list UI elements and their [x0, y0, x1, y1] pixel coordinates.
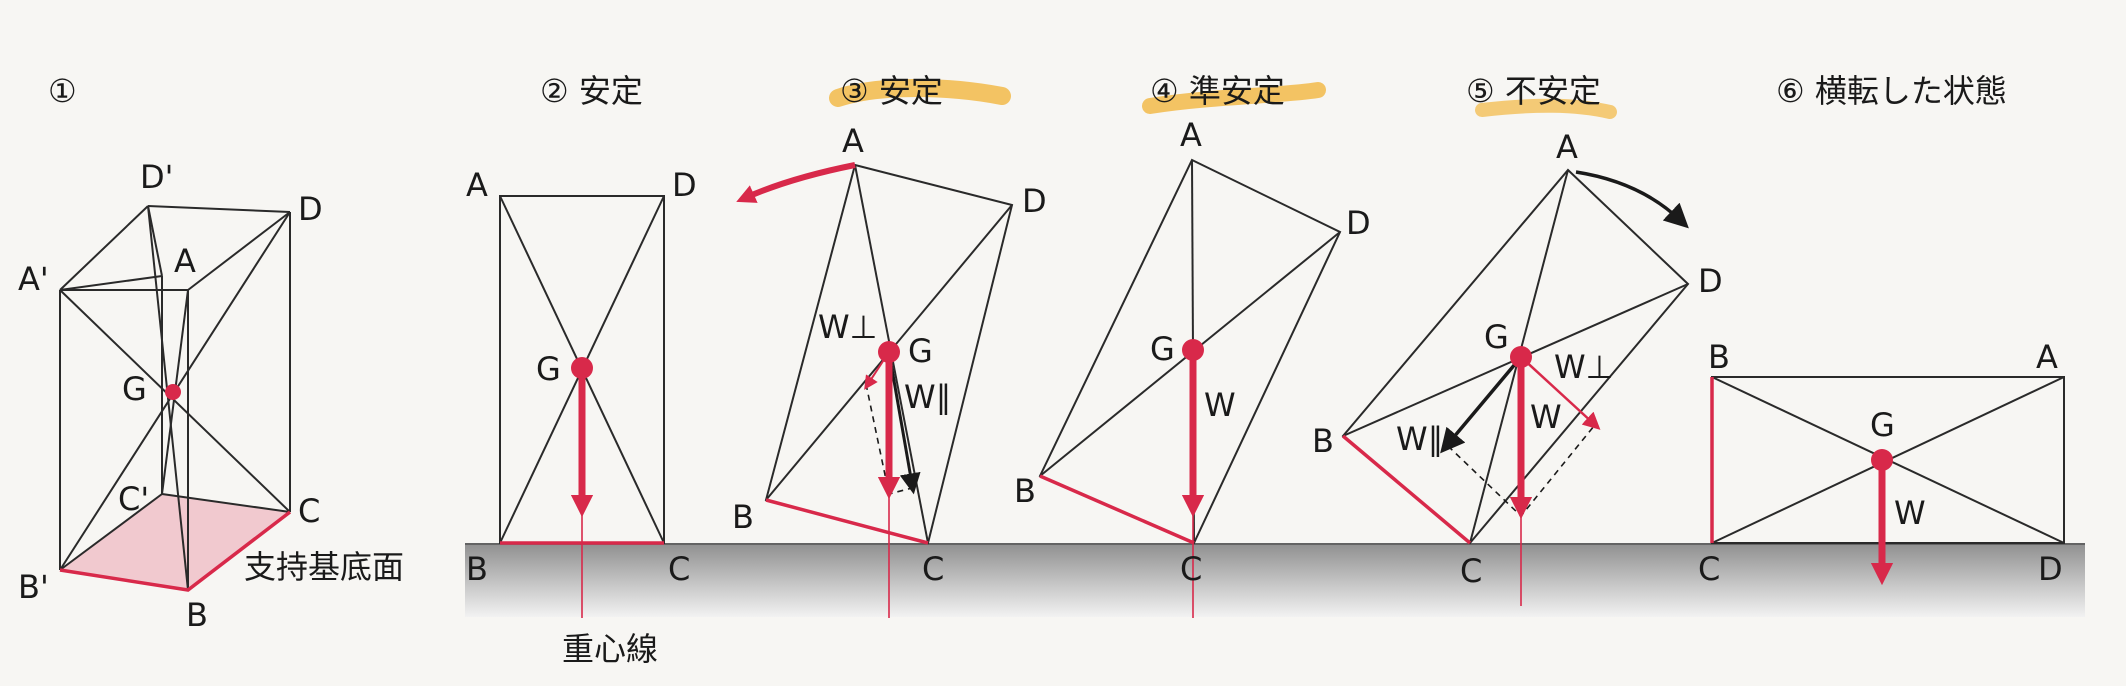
label-b-2: B: [466, 550, 488, 588]
panel-5-title: ⑤ 不安定: [1466, 72, 1601, 110]
label-g-3: G: [908, 332, 933, 370]
label-w-5: W: [1530, 398, 1562, 436]
w-parallel-arrow-3: [887, 351, 921, 495]
label-a-5: A: [1556, 128, 1578, 166]
title-highlight-4: [1142, 82, 1326, 114]
ground: [465, 543, 2085, 617]
title-highlight-5: [1475, 98, 1617, 119]
panel-2-title: ② 安定: [540, 72, 643, 110]
label-c-2: C: [668, 550, 690, 588]
panel-4: ④ 準安定 A D G W B C: [1014, 72, 1371, 618]
box-3-base-edge: [765, 498, 929, 545]
vertex-label-b: B: [186, 596, 208, 634]
panel-5: ⑤ 不安定 A D G W⊥ W W∥ B C: [1312, 72, 1723, 606]
gravity-line-label: 重心線: [562, 630, 658, 668]
center-of-gravity-4: [1182, 339, 1204, 361]
center-of-gravity: [165, 384, 181, 400]
vertex-label-d-prime: D': [140, 158, 173, 196]
label-d-5: D: [1698, 262, 1723, 300]
label-g-6: G: [1870, 406, 1895, 444]
label-g-4: G: [1150, 330, 1175, 368]
label-a-4: A: [1180, 116, 1202, 154]
support-base-label: 支持基底面: [244, 548, 404, 586]
label-c-4: C: [1180, 550, 1202, 588]
center-of-gravity-5: [1510, 346, 1532, 368]
vertex-label-a: A: [174, 242, 196, 280]
center-of-gravity-3: [878, 341, 900, 363]
label-d-6: D: [2038, 550, 2063, 588]
label-d-4: D: [1346, 204, 1371, 242]
label-a-6: A: [2036, 338, 2058, 376]
label-b-6: B: [1708, 338, 1730, 376]
label-w-perp-5: W⊥: [1554, 348, 1614, 386]
panel-2: ② 安定 A D G B C 重心線: [466, 72, 697, 668]
support-base-front-edges: [59, 510, 292, 592]
label-g-2: G: [536, 350, 561, 388]
label-b-5: B: [1312, 422, 1334, 460]
panel-3: ③ 安定 A D G W⊥ W∥ B C: [732, 72, 1047, 618]
panel-1-title: ①: [48, 72, 77, 110]
label-w-perp-3: W⊥: [818, 308, 878, 346]
vertex-label-c-prime: C': [118, 480, 149, 518]
prism-edges: [59, 205, 291, 591]
support-base-area: [60, 494, 290, 590]
panel-4-title: ④ 準安定: [1150, 72, 1285, 110]
label-w-4: W: [1204, 386, 1236, 424]
center-of-gravity-2: [571, 357, 593, 379]
label-d-2: D: [672, 166, 697, 204]
tilt-back-arrow: [736, 162, 856, 203]
label-b-3: B: [732, 498, 754, 536]
label-w-6: W: [1894, 494, 1926, 532]
label-c-5: C: [1460, 552, 1482, 590]
label-c-6: C: [1698, 550, 1720, 588]
label-a-3: A: [842, 122, 864, 160]
panel-1: ① D' D A' A G C' C B' B: [18, 72, 404, 634]
center-of-gravity-6: [1871, 449, 1893, 471]
panel-6-title: ⑥ 横転した状態: [1776, 72, 2007, 110]
label-w-par-3: W∥: [904, 378, 952, 416]
vertex-label-a-prime: A': [18, 260, 49, 298]
panel-3-title: ③ 安定: [840, 72, 943, 110]
box-5-base-edge: [1341, 434, 1472, 545]
label-c-3: C: [922, 550, 944, 588]
vertex-label-g: G: [122, 370, 147, 408]
vertex-label-d: D: [298, 190, 323, 228]
tip-over-arrow: [1575, 170, 1689, 229]
vertex-label-c: C: [298, 492, 320, 530]
label-g-5: G: [1484, 318, 1509, 356]
vertex-label-b-prime: B': [18, 568, 49, 606]
label-a-2: A: [466, 166, 488, 204]
label-d-3: D: [1022, 182, 1047, 220]
panel-6: ⑥ 横転した状態 B A G W C D: [1698, 72, 2065, 588]
label-b-4: B: [1014, 472, 1036, 510]
w-parallel-arrow-5: [1440, 355, 1523, 454]
title-highlight-3: [829, 79, 1011, 107]
w-perpendicular-arrow-5: [1520, 356, 1601, 430]
box-4-base-edge: [1039, 474, 1195, 545]
label-w-par-5: W∥: [1396, 420, 1444, 458]
